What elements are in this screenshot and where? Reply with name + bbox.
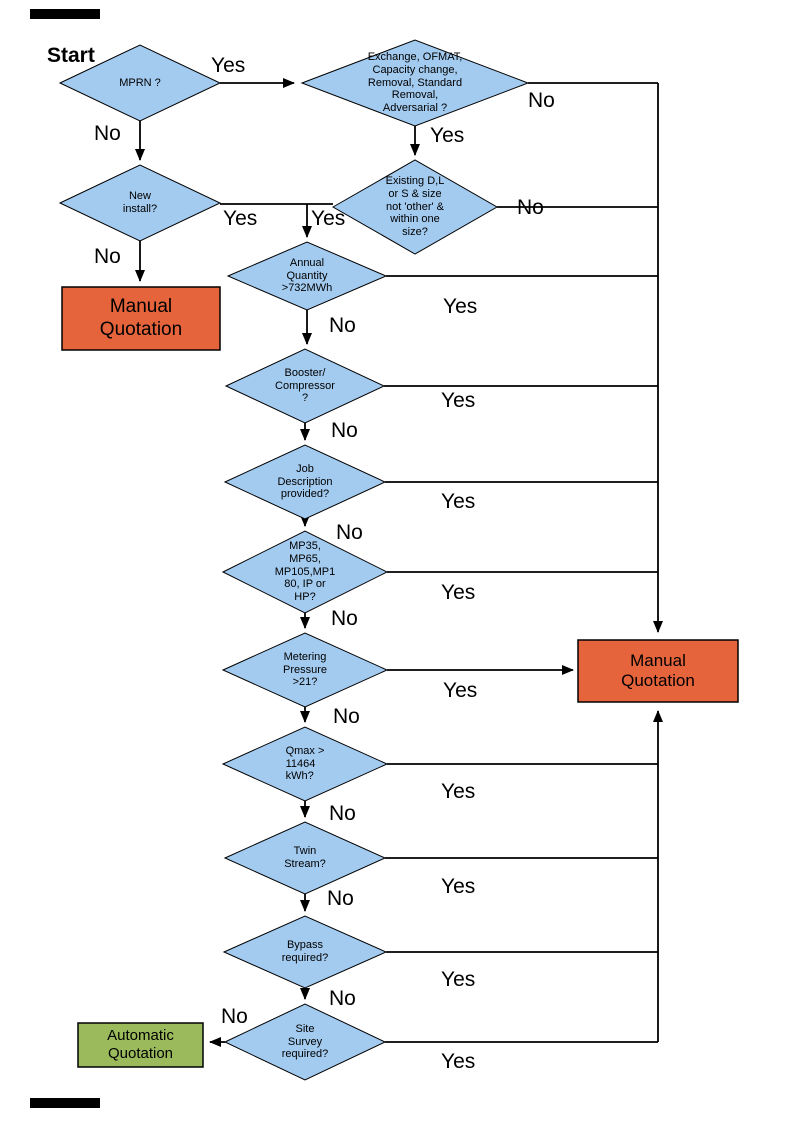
node-existing-diamond <box>331 159 499 255</box>
terminal-manual-quotation-right <box>577 639 739 703</box>
terminal-automatic-quotation <box>77 1022 204 1068</box>
edge-label-metering-no: No <box>333 705 360 728</box>
node-twin-diamond <box>223 821 387 895</box>
edge-label-site-no: No <box>221 1005 248 1028</box>
node-site-label: Site Survey required? <box>281 1022 329 1061</box>
node-new-install-diamond <box>58 164 222 242</box>
edge-label-new-install-no: No <box>94 245 121 268</box>
node-annual-label: Annual Quantity >732MWh <box>281 256 333 295</box>
node-mprn-diamond <box>58 44 222 122</box>
node-metering-diamond <box>221 632 389 708</box>
edge-label-twin-yes: Yes <box>441 875 476 898</box>
edge-label-bypass-no: No <box>329 987 356 1010</box>
header-redaction-bar <box>30 9 100 19</box>
edge-label-twin-no: No <box>327 887 354 910</box>
edge-label-site-yes: Yes <box>441 1050 476 1073</box>
edge-label-job-no: No <box>336 521 363 544</box>
edge-label-mprn-yes: Yes <box>211 54 246 77</box>
edge-label-job-yes: Yes <box>441 490 476 513</box>
edge-label-mp35-no: No <box>331 607 358 630</box>
node-mp35-label: MP35, MP65, MP105,MP1 80, IP or HP? <box>274 540 336 604</box>
edge-label-bypass-yes: Yes <box>441 968 476 991</box>
edge-label-mprn-no: No <box>94 122 121 145</box>
edge-label-annual-yes: Yes <box>443 295 478 318</box>
edge-label-annual-no: No <box>329 314 356 337</box>
node-booster-label: Booster/ Compressor ? <box>275 366 335 405</box>
edge-label-metering-yes: Yes <box>443 679 478 702</box>
node-site-diamond <box>223 1003 387 1081</box>
node-exchange-label: Exchange, OFMAT, Capacity change, Remova… <box>367 51 463 115</box>
edge-label-new-install-yes: Yes <box>223 207 258 230</box>
start-label: Start <box>47 44 95 67</box>
node-bypass-diamond <box>222 915 388 989</box>
node-qmax-diamond <box>221 726 389 802</box>
terminal-manual-quotation-left <box>61 286 221 351</box>
node-mp35-diamond <box>221 530 389 614</box>
edge-label-exchange-no: No <box>528 89 555 112</box>
terminal-automatic-quotation-label: Automatic Quotation <box>107 1027 174 1062</box>
node-job-label: Job Description provided? <box>277 462 333 501</box>
node-booster-diamond <box>224 348 386 424</box>
node-exchange-diamond <box>300 39 530 127</box>
footer-redaction-bar <box>30 1098 100 1108</box>
node-twin-label: Twin Stream? <box>284 845 326 870</box>
edge-label-exchange-yes: Yes <box>430 124 465 147</box>
node-existing-label: Existing D,L or S & size not 'other' & w… <box>385 175 445 239</box>
edge-label-booster-no: No <box>331 419 358 442</box>
edge-label-existing-no: No <box>517 196 544 219</box>
node-metering-label: Metering Pressure >21? <box>282 650 328 689</box>
node-job-diamond <box>223 444 387 520</box>
node-mprn-label: MPRN ? <box>119 76 161 89</box>
edge-label-booster-yes: Yes <box>441 389 476 412</box>
node-new-install-label: New install? <box>122 190 158 215</box>
edge-label-mp35-yes: Yes <box>441 581 476 604</box>
terminal-manual-quotation-right-label: Manual Quotation <box>621 650 695 690</box>
edge-label-qmax-no: No <box>329 802 356 825</box>
node-annual-diamond <box>226 241 388 311</box>
edge-label-existing-yes: Yes <box>311 207 346 230</box>
node-bypass-label: Bypass required? <box>281 939 329 964</box>
edge-label-qmax-yes: Yes <box>441 780 476 803</box>
terminal-manual-quotation-left-label: Manual Quotation <box>99 296 183 340</box>
node-qmax-label: Qmax > 11464 kWh? <box>285 744 325 783</box>
